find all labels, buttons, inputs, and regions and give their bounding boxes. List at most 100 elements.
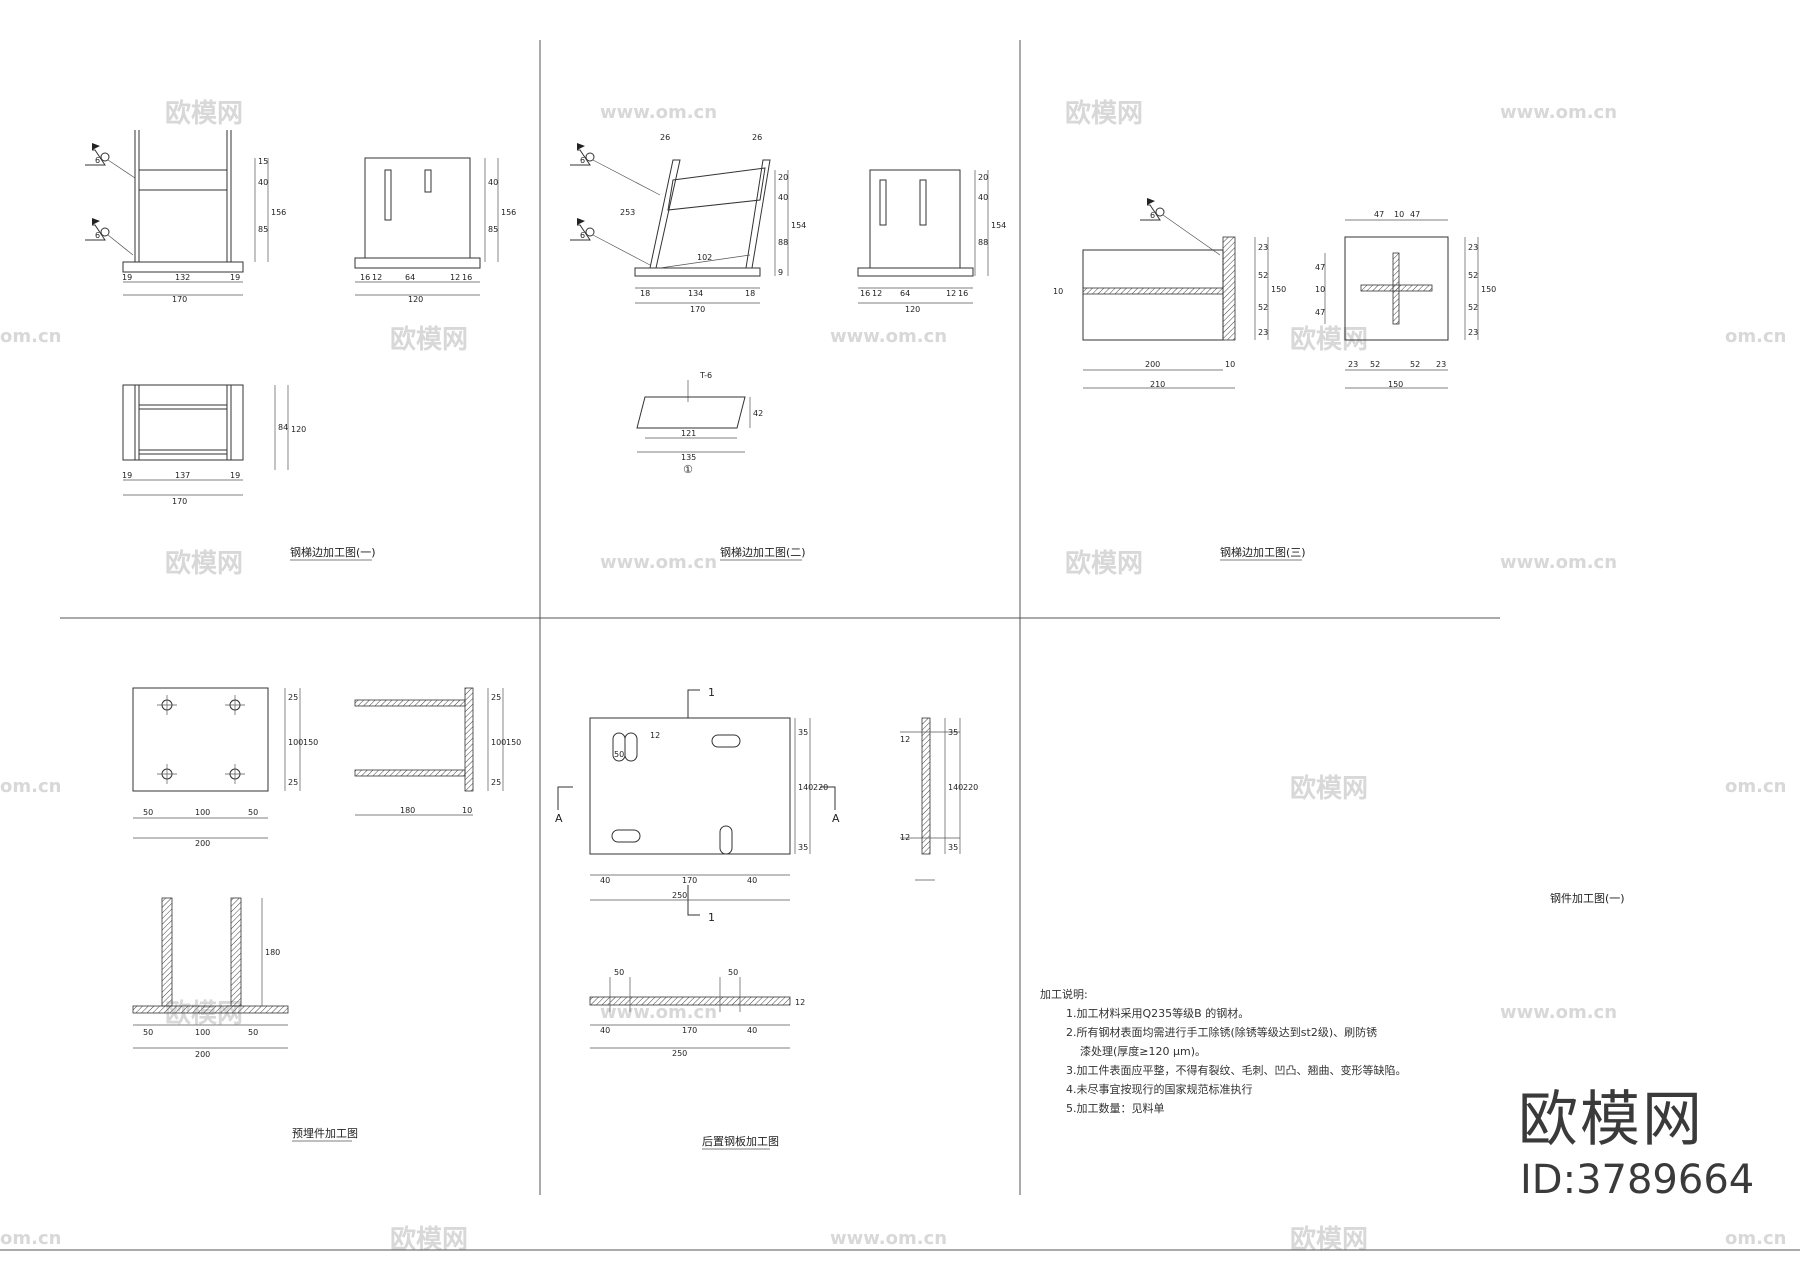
svg-text:12: 12	[946, 289, 956, 298]
svg-text:200: 200	[1145, 360, 1160, 369]
section-mark-a: A	[832, 812, 840, 825]
sheet-frame	[0, 40, 1800, 1251]
svg-text:12: 12	[372, 273, 382, 282]
svg-text:88: 88	[978, 238, 988, 247]
svg-text:35: 35	[948, 728, 958, 737]
svg-text:23: 23	[1468, 328, 1478, 337]
svg-text:120: 120	[905, 305, 920, 314]
note-item: 3.加工件表面应平整，不得有裂纹、毛刺、凹凸、翘曲、变形等缺陷。	[1066, 1064, 1407, 1077]
svg-text:23: 23	[1348, 360, 1358, 369]
watermark-cn: 欧模网	[390, 324, 468, 355]
svg-text:20: 20	[778, 173, 788, 182]
watermark-url: www.om.cn	[1500, 102, 1617, 123]
svg-text:150: 150	[1271, 285, 1286, 294]
svg-text:100: 100	[195, 1028, 210, 1037]
section-mark-1: 1	[708, 686, 715, 699]
watermark-url: www.om.cn	[1500, 552, 1617, 573]
processing-notes: 加工说明: 1.加工材料采用Q235等级B 的钢材。 2.所有钢材表面均需进行手…	[1040, 985, 1460, 1118]
svg-text:50: 50	[614, 968, 624, 977]
svg-text:20: 20	[978, 173, 988, 182]
svg-text:50: 50	[248, 808, 258, 817]
note-item: 1.加工材料采用Q235等级B 的钢材。	[1066, 1007, 1250, 1020]
svg-text:16: 16	[462, 273, 472, 282]
title-ladder-1: 钢梯边加工图(一)	[290, 546, 376, 559]
panel-post-plate: 50 12 1 1 A A 40 170 40 250 35 140 35 22…	[555, 686, 978, 1150]
weld-symbol-icon: 6 6	[85, 143, 136, 256]
panel-ladder-2: 6 6 102 253 26 26 18 134 18 170 20 40 88…	[570, 133, 1006, 561]
svg-text:40: 40	[258, 178, 268, 187]
svg-text:120: 120	[408, 295, 423, 304]
svg-text:52: 52	[1370, 360, 1380, 369]
svg-text:121: 121	[681, 429, 696, 438]
weld-symbol-icon: 6 6	[570, 143, 661, 266]
watermark-url: www.om.cn	[830, 1228, 947, 1249]
watermark-url: om.cn	[1725, 776, 1786, 797]
svg-text:26: 26	[752, 133, 762, 142]
watermark-cn: 欧模网	[1065, 548, 1143, 579]
svg-text:6: 6	[95, 231, 100, 240]
svg-text:50: 50	[143, 1028, 153, 1037]
svg-text:23: 23	[1258, 328, 1268, 337]
svg-text:10: 10	[462, 806, 472, 815]
svg-text:40: 40	[600, 1026, 610, 1035]
svg-text:64: 64	[900, 289, 910, 298]
svg-text:16: 16	[958, 289, 968, 298]
svg-text:85: 85	[258, 225, 268, 234]
watermark-url: www.om.cn	[600, 552, 717, 573]
svg-text:64: 64	[405, 273, 415, 282]
watermark-url: www.om.cn	[830, 326, 947, 347]
title-ladder-3: 钢梯边加工图(三)	[1220, 546, 1306, 559]
svg-text:35: 35	[948, 843, 958, 852]
svg-text:23: 23	[1258, 243, 1268, 252]
svg-text:6: 6	[95, 156, 100, 165]
svg-text:40: 40	[488, 178, 498, 187]
svg-text:102: 102	[697, 253, 712, 262]
watermark-cn: 欧模网	[1290, 773, 1368, 804]
title-embedded-part: 预埋件加工图	[292, 1127, 358, 1140]
svg-text:23: 23	[1436, 360, 1446, 369]
svg-text:250: 250	[672, 1049, 687, 1058]
notes-heading: 加工说明:	[1040, 988, 1088, 1001]
svg-text:12: 12	[450, 273, 460, 282]
svg-text:170: 170	[682, 1026, 697, 1035]
svg-text:100: 100	[288, 738, 303, 747]
svg-text:134: 134	[688, 289, 703, 298]
title-ladder-2: 钢梯边加工图(二)	[720, 546, 806, 559]
svg-text:170: 170	[690, 305, 705, 314]
svg-text:12: 12	[872, 289, 882, 298]
svg-text:19: 19	[230, 471, 240, 480]
weld-symbol-icon: 6	[1140, 198, 1221, 256]
watermark-cn: 欧模网	[165, 548, 243, 579]
watermark-url: om.cn	[1725, 1228, 1786, 1249]
svg-text:170: 170	[682, 876, 697, 885]
brand-name: 欧模网	[1518, 1085, 1704, 1155]
section-mark-a: A	[555, 812, 563, 825]
title-post-plate: 后置钢板加工图	[702, 1134, 779, 1148]
watermark-cn: 欧模网	[1065, 98, 1143, 129]
svg-text:35: 35	[798, 843, 808, 852]
svg-text:220: 220	[963, 783, 978, 792]
svg-text:84: 84	[278, 423, 288, 432]
svg-text:50: 50	[248, 1028, 258, 1037]
svg-text:6: 6	[580, 156, 585, 165]
svg-text:250: 250	[672, 891, 687, 900]
svg-text:50: 50	[143, 808, 153, 817]
svg-text:52: 52	[1258, 271, 1268, 280]
svg-text:50: 50	[614, 750, 624, 759]
svg-text:180: 180	[400, 806, 415, 815]
svg-text:50: 50	[728, 968, 738, 977]
svg-text:180: 180	[265, 948, 280, 957]
watermark-url: www.om.cn	[600, 102, 717, 123]
svg-text:10: 10	[1315, 285, 1325, 294]
panel-embedded-part: 50 100 50 200 25 100 25 150 180 10 25 10…	[132, 687, 521, 1142]
svg-text:120: 120	[291, 425, 306, 434]
svg-text:40: 40	[778, 193, 788, 202]
svg-text:40: 40	[747, 876, 757, 885]
svg-text:52: 52	[1258, 303, 1268, 312]
svg-text:19: 19	[122, 471, 132, 480]
label-t6: T-6	[699, 371, 712, 380]
svg-text:26: 26	[660, 133, 670, 142]
svg-text:210: 210	[1150, 380, 1165, 389]
watermark-url: om.cn	[0, 1228, 61, 1249]
svg-text:150: 150	[1388, 380, 1403, 389]
